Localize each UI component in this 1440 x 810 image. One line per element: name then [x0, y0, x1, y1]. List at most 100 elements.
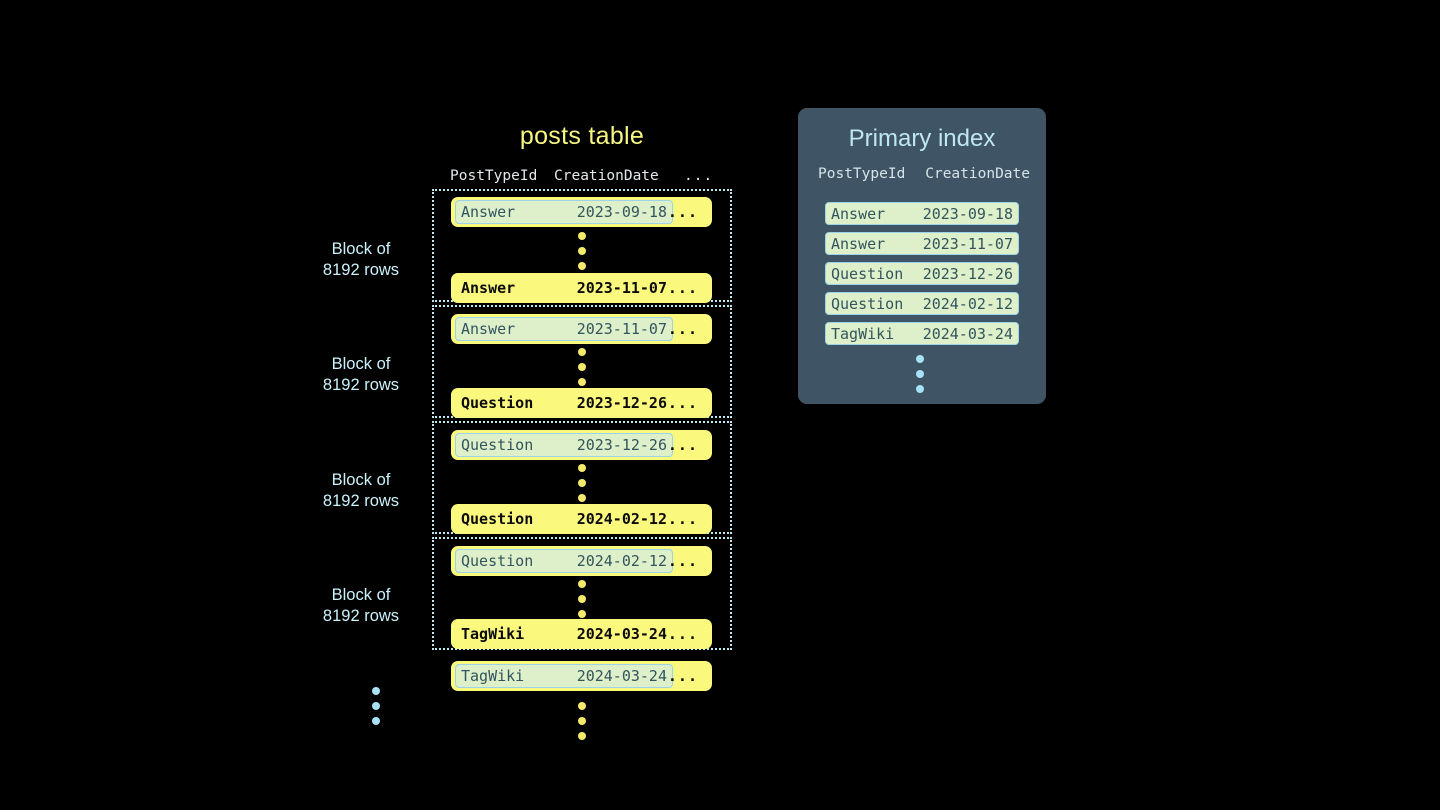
- block-label: Block of 8192 rows: [300, 470, 422, 512]
- block-label-line1: Block of: [331, 471, 391, 489]
- column-header-posttypeid: PostTypeId: [450, 168, 538, 184]
- dot: [577, 702, 586, 710]
- block-label-line1: Block of: [331, 586, 391, 604]
- cell-ellipsis: ...: [667, 279, 698, 297]
- cell-creationdate: 2024-02-12: [576, 510, 667, 528]
- dot: [915, 370, 924, 378]
- block-label-line2: 8192 rows: [322, 607, 400, 625]
- cell-creationdate: 2023-11-07: [922, 234, 1013, 253]
- cell-ellipsis: ...: [667, 436, 698, 454]
- index-column-headers: PostTypeId CreationDate: [818, 166, 1030, 182]
- table-row: Answer 2023-11-07 ...: [451, 314, 712, 344]
- dot: [577, 595, 586, 603]
- cell-ellipsis: ...: [667, 552, 698, 570]
- posts-table-title: posts table: [519, 122, 645, 150]
- index-row: Answer 2023-09-18: [825, 202, 1019, 225]
- dot: [915, 385, 924, 393]
- row-cells: TagWiki 2024-03-24: [455, 622, 673, 646]
- column-header-ellipsis: ...: [684, 168, 714, 184]
- cell-posttypeid: Question: [831, 294, 904, 313]
- block-label: Block of 8192 rows: [300, 354, 422, 396]
- block-label: Block of 8192 rows: [300, 239, 422, 281]
- dot: [577, 363, 586, 371]
- dot: [577, 378, 586, 386]
- cell-creationdate: 2023-12-26: [576, 436, 667, 454]
- table-row: TagWiki 2024-03-24 ...: [451, 619, 712, 649]
- dot: [577, 348, 586, 356]
- cell-creationdate: 2024-03-24: [576, 667, 667, 685]
- column-header-creationdate: CreationDate: [554, 168, 659, 184]
- dot: [577, 580, 586, 588]
- dot: [577, 610, 586, 618]
- row-highlight-pill: Question 2023-12-26: [455, 433, 673, 457]
- dot: [577, 479, 586, 487]
- index-row: Question 2023-12-26: [825, 262, 1019, 285]
- dot: [577, 464, 586, 472]
- index-column-header-posttypeid: PostTypeId: [818, 166, 906, 182]
- dot: [577, 262, 586, 270]
- cell-ellipsis: ...: [667, 625, 698, 643]
- cell-ellipsis: ...: [667, 394, 698, 412]
- row-highlight-pill: Answer 2023-11-07: [455, 317, 673, 341]
- cell-posttypeid: Question: [461, 394, 534, 412]
- dot: [915, 355, 924, 363]
- cell-creationdate: 2023-11-07: [576, 320, 667, 338]
- cell-posttypeid: Question: [461, 510, 534, 528]
- cell-creationdate: 2024-03-24: [922, 324, 1013, 343]
- cell-posttypeid: Answer: [461, 279, 516, 297]
- cell-posttypeid: Answer: [831, 234, 886, 253]
- cell-posttypeid: Question: [461, 552, 534, 570]
- cell-ellipsis: ...: [667, 203, 698, 221]
- cell-creationdate: 2023-12-26: [576, 394, 667, 412]
- row-highlight-pill: Answer 2023-09-18: [455, 200, 673, 224]
- table-row: Answer 2023-09-18 ...: [451, 197, 712, 227]
- cell-creationdate: 2024-02-12: [576, 552, 667, 570]
- row-cells: Question 2023-12-26: [455, 391, 673, 415]
- index-row: Answer 2023-11-07: [825, 232, 1019, 255]
- table-continues-dots: [577, 702, 586, 740]
- cell-creationdate: 2023-11-07: [576, 279, 667, 297]
- cell-creationdate: 2023-12-26: [922, 264, 1013, 283]
- blocks-continue-dots: [371, 687, 380, 725]
- table-row: Answer 2023-11-07 ...: [451, 273, 712, 303]
- row-cells: Answer 2023-11-07: [455, 276, 673, 300]
- primary-index-panel: Primary index PostTypeId CreationDate An…: [798, 108, 1046, 404]
- row-ellipsis-dots: [577, 348, 586, 386]
- cell-posttypeid: TagWiki: [461, 625, 525, 643]
- cell-posttypeid: TagWiki: [831, 324, 895, 343]
- cell-ellipsis: ...: [667, 510, 698, 528]
- index-column-header-creationdate: CreationDate: [925, 166, 1030, 182]
- block-label-line1: Block of: [331, 240, 391, 258]
- dot: [577, 494, 586, 502]
- cell-posttypeid: TagWiki: [461, 667, 525, 685]
- cell-posttypeid: Answer: [831, 204, 886, 223]
- index-continues-dots: [915, 355, 924, 393]
- cell-ellipsis: ...: [667, 320, 698, 338]
- cell-posttypeid: Answer: [461, 203, 516, 221]
- row-cells: Question 2024-02-12: [455, 507, 673, 531]
- row-highlight-pill: Question 2024-02-12: [455, 549, 673, 573]
- dot: [577, 247, 586, 255]
- cell-posttypeid: Question: [831, 264, 904, 283]
- row-ellipsis-dots: [577, 580, 586, 618]
- dot: [577, 717, 586, 725]
- index-row: Question 2024-02-12: [825, 292, 1019, 315]
- dot: [577, 732, 586, 740]
- block-label: Block of 8192 rows: [300, 585, 422, 627]
- dot: [371, 702, 380, 710]
- row-ellipsis-dots: [577, 232, 586, 270]
- block-label-line2: 8192 rows: [322, 376, 400, 394]
- table-row: Question 2024-02-12 ...: [451, 504, 712, 534]
- dot: [371, 687, 380, 695]
- block-label-line2: 8192 rows: [322, 261, 400, 279]
- table-row: Question 2023-12-26 ...: [451, 388, 712, 418]
- table-row: Question 2023-12-26 ...: [451, 430, 712, 460]
- cell-posttypeid: Answer: [461, 320, 516, 338]
- index-row: TagWiki 2024-03-24: [825, 322, 1019, 345]
- cell-creationdate: 2023-09-18: [576, 203, 667, 221]
- table-block: [432, 537, 732, 650]
- table-row: TagWiki 2024-03-24 ...: [451, 661, 712, 691]
- row-highlight-pill: TagWiki 2024-03-24: [455, 664, 673, 688]
- cell-creationdate: 2023-09-18: [922, 204, 1013, 223]
